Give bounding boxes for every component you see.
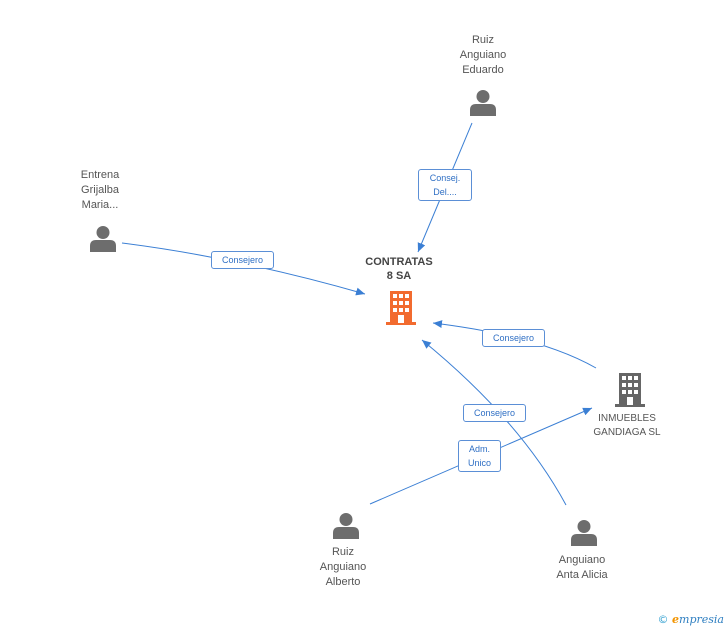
node-label-eduardo: Ruiz Anguiano Eduardo: [459, 34, 507, 76]
building-icon[interactable]: [386, 291, 416, 325]
brand-name: mpresia: [679, 613, 724, 626]
person-icon[interactable]: [570, 518, 598, 546]
brand-e: e: [672, 613, 680, 626]
node-label-contratas: CONTRATAS 8 SA: [365, 256, 433, 282]
node-label-maria: Entrena Grijalba Maria...: [80, 169, 120, 211]
edge-label-maria-contratas[interactable]: Consejero: [211, 251, 274, 269]
building-icon[interactable]: [615, 373, 645, 407]
edge-label-inmuebles-contratas[interactable]: Consejero: [482, 329, 545, 347]
node-label-alberto: Ruiz Anguiano Alberto: [319, 546, 367, 588]
edge-alicia-contratas[interactable]: [421, 339, 567, 506]
node-label-inmuebles: INMUEBLES GANDIAGA SL: [593, 413, 661, 438]
person-icon[interactable]: [89, 224, 117, 252]
edge-label-eduardo-contratas[interactable]: Consej. Del....: [418, 169, 472, 201]
copyright-symbol: ©: [657, 613, 669, 626]
person-icon[interactable]: [469, 88, 497, 116]
brand-logo: © empresia: [658, 613, 724, 626]
node-label-alicia: Anguiano Anta Alicia: [556, 554, 608, 581]
edge-label-alicia-contratas[interactable]: Consejero: [463, 404, 526, 422]
person-icon[interactable]: [332, 511, 360, 539]
edge-label-alberto-inmuebles[interactable]: Adm. Unico: [458, 440, 501, 472]
